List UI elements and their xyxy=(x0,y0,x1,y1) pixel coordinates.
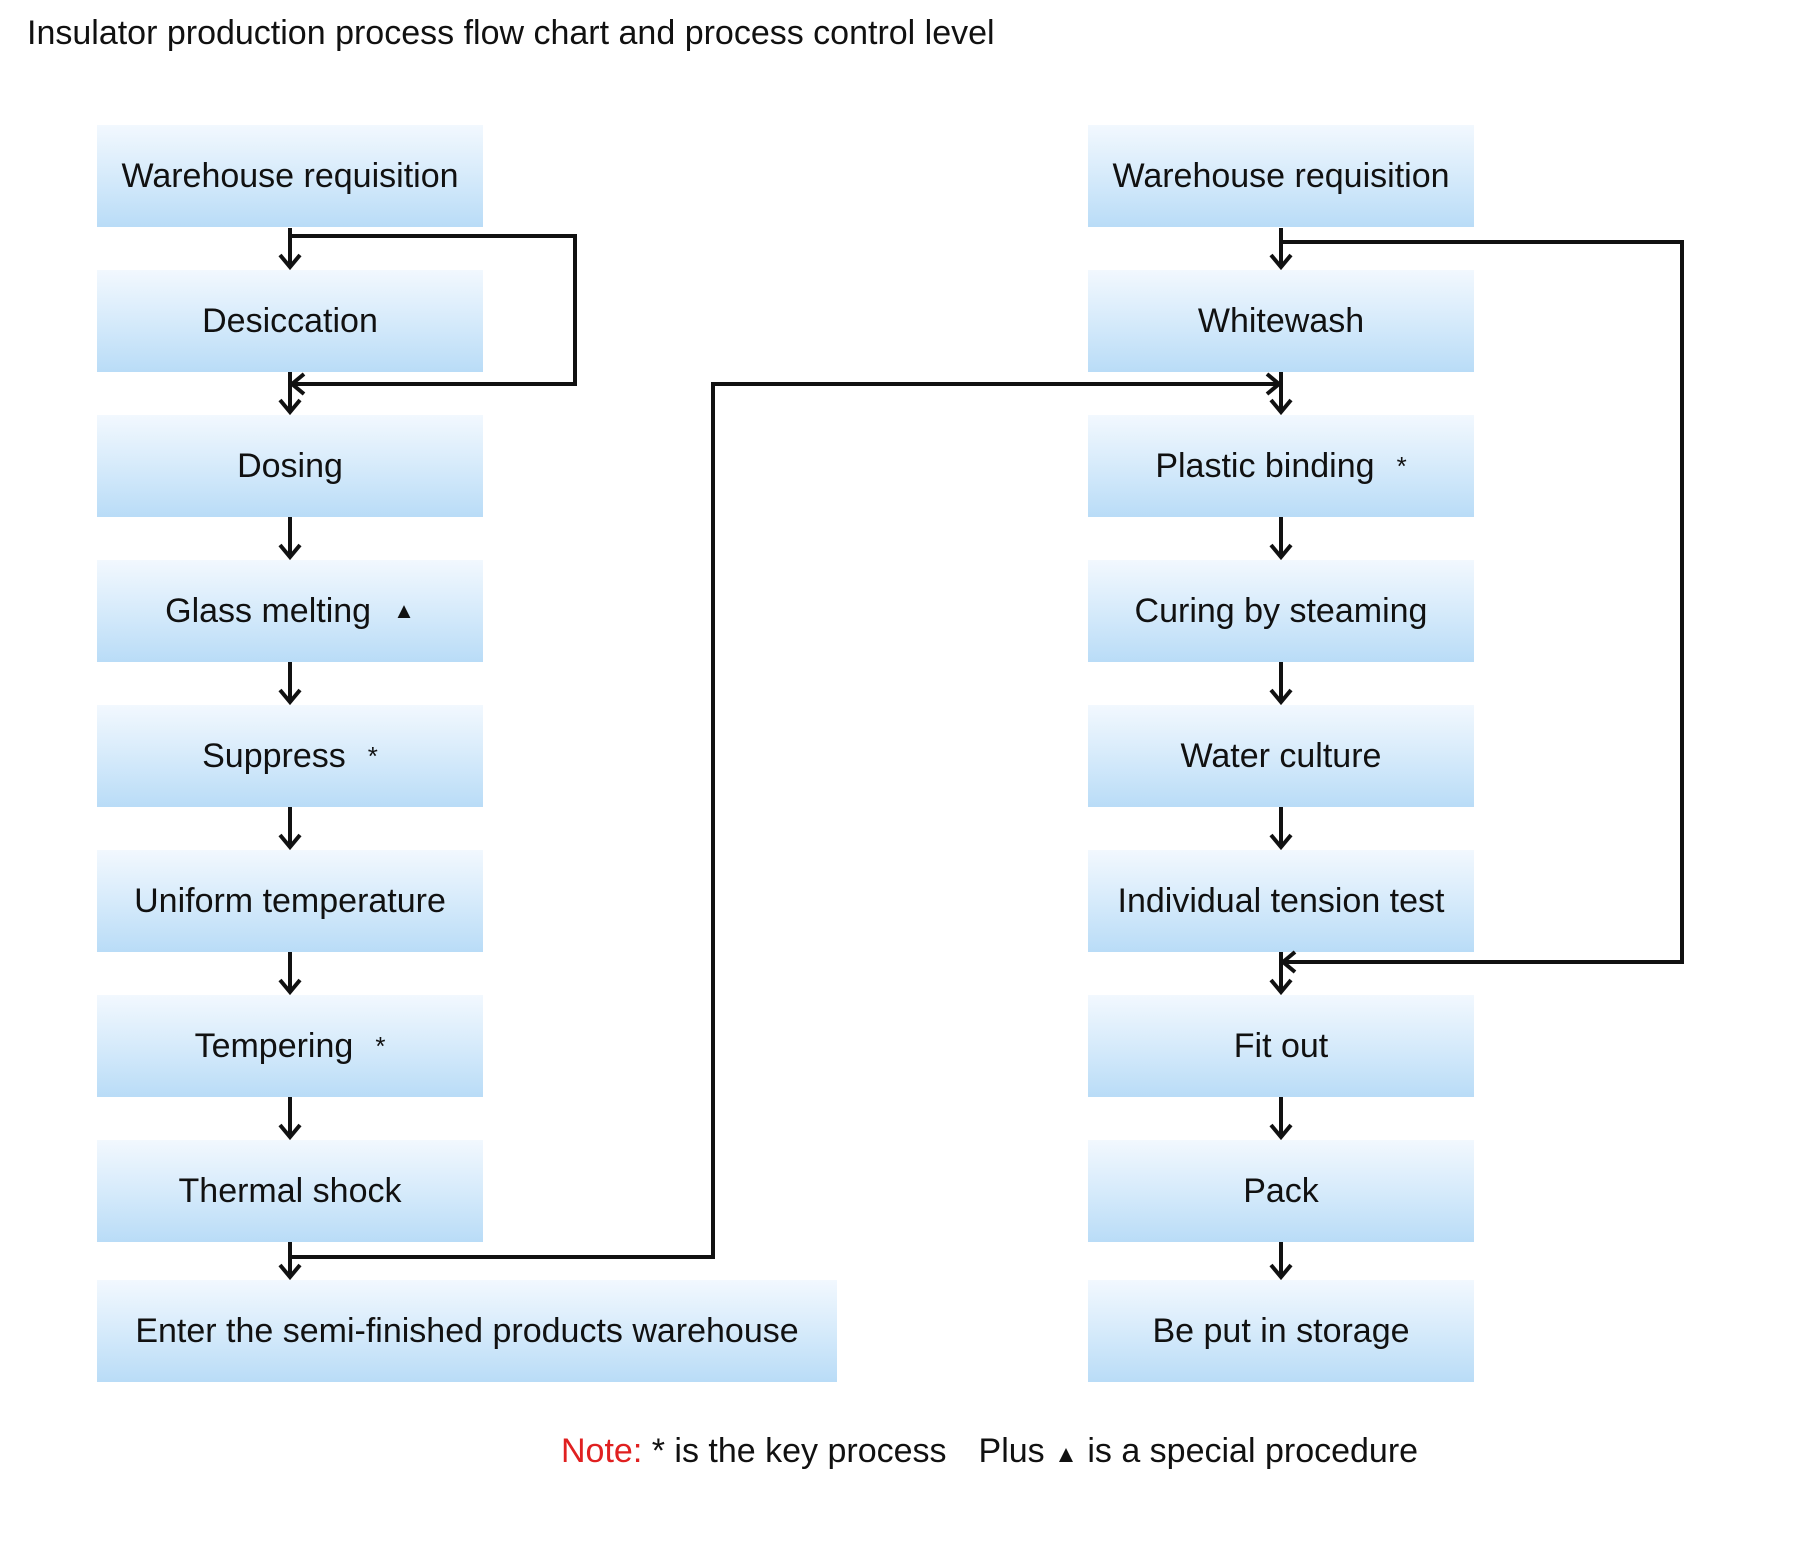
triangle-icon: ▲ xyxy=(1054,1441,1078,1468)
page-title: Insulator production process flow chart … xyxy=(27,14,995,52)
bypass-connector xyxy=(288,234,577,396)
step-label: Desiccation xyxy=(202,301,378,340)
step-tempering: Tempering * xyxy=(97,995,483,1097)
arrow-down xyxy=(1269,952,1293,996)
step-label: Plastic binding xyxy=(1155,446,1375,485)
step-label: Warehouse requisition xyxy=(1112,156,1450,195)
step-plastic-binding: Plastic binding * xyxy=(1088,415,1474,517)
step-dosing: Dosing xyxy=(97,415,483,517)
arrow-down xyxy=(1269,228,1293,271)
step-fit-out: Fit out xyxy=(1088,995,1474,1097)
step-desiccation: Desiccation xyxy=(97,270,483,372)
step-label: Tempering xyxy=(194,1026,354,1065)
arrow-down xyxy=(278,807,302,851)
arrow-down xyxy=(278,228,302,271)
step-label: Individual tension test xyxy=(1117,881,1445,920)
step-warehouse-requisition-left: Warehouse requisition xyxy=(97,125,483,227)
arrow-down xyxy=(278,662,302,706)
step-pack: Pack xyxy=(1088,1140,1474,1242)
cross-connector xyxy=(290,372,1283,1259)
note-prefix: Note: xyxy=(561,1432,643,1470)
step-label: Fit out xyxy=(1233,1026,1329,1065)
step-label: Whitewash xyxy=(1197,301,1365,340)
step-whitewash: Whitewash xyxy=(1088,270,1474,372)
key-process-legend: * is the key process xyxy=(651,1432,947,1470)
step-water-culture: Water culture xyxy=(1088,705,1474,807)
step-label: Pack xyxy=(1243,1171,1319,1210)
key-process-marker: * xyxy=(1396,450,1407,481)
step-thermal-shock: Thermal shock xyxy=(97,1140,483,1242)
arrow-down xyxy=(1269,372,1293,416)
arrow-down xyxy=(1269,662,1293,706)
step-warehouse-requisition-right: Warehouse requisition xyxy=(1088,125,1474,227)
arrow-down xyxy=(278,372,302,416)
arrow-down xyxy=(278,952,302,996)
step-label: Suppress xyxy=(202,736,346,775)
arrow-down xyxy=(1269,1097,1293,1141)
arrow-down xyxy=(1269,807,1293,851)
special-procedure-marker: ▲ xyxy=(393,598,415,623)
arrow-down xyxy=(1269,517,1293,561)
arrow-down xyxy=(278,517,302,561)
step-label: Water culture xyxy=(1180,736,1382,775)
step-uniform-temperature: Uniform temperature xyxy=(97,850,483,952)
step-suppress: Suppress * xyxy=(97,705,483,807)
special-legend-prefix: Plus xyxy=(978,1432,1045,1470)
arrow-down xyxy=(278,1097,302,1141)
step-glass-melting: Glass melting ▲ xyxy=(97,560,483,662)
step-individual-tension-test: Individual tension test xyxy=(1088,850,1474,952)
step-label: Glass melting xyxy=(165,591,372,630)
step-label: Dosing xyxy=(237,446,343,485)
arrow-down xyxy=(1269,1242,1293,1281)
step-label: Enter the semi-finished products warehou… xyxy=(135,1311,799,1350)
step-label: Warehouse requisition xyxy=(121,156,459,195)
key-process-marker: * xyxy=(367,740,378,771)
step-enter-semi-finished-warehouse: Enter the semi-finished products warehou… xyxy=(97,1280,837,1382)
step-label: Thermal shock xyxy=(178,1171,402,1210)
legend-note: Note: * is the key process Plus ▲ is a sp… xyxy=(561,1432,1418,1471)
bypass-connector xyxy=(1279,240,1684,974)
step-be-put-in-storage: Be put in storage xyxy=(1088,1280,1474,1382)
step-label: Uniform temperature xyxy=(134,881,446,920)
step-curing-by-steaming: Curing by steaming xyxy=(1088,560,1474,662)
step-label: Curing by steaming xyxy=(1134,591,1428,630)
key-process-marker: * xyxy=(375,1030,386,1061)
step-label: Be put in storage xyxy=(1152,1311,1410,1350)
special-procedure-legend: is a special procedure xyxy=(1087,1432,1419,1470)
arrow-down xyxy=(278,1242,302,1281)
